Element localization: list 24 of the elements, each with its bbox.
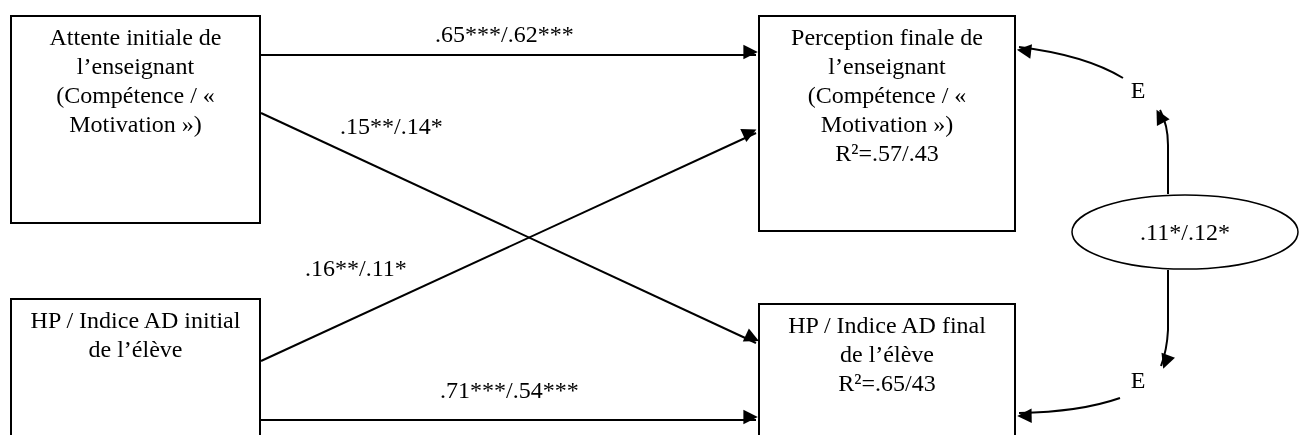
variable-box bbox=[10, 15, 261, 224]
variable-label: Attente initiale de l’enseignant (Compétence / « Motivation ») bbox=[48, 23, 223, 139]
path-arrow bbox=[1156, 109, 1170, 195]
error-term-label: E bbox=[1130, 76, 1146, 105]
edge-label: .65***/.62*** bbox=[435, 20, 574, 48]
path-arrow bbox=[260, 409, 758, 425]
variable-box bbox=[10, 298, 261, 435]
variable-label: HP / Indice AD initial de l’élève bbox=[29, 306, 242, 364]
variable-box bbox=[758, 303, 1016, 435]
path-arrow bbox=[1017, 397, 1121, 423]
variable-label: R²=.65/43 bbox=[838, 369, 936, 398]
variable-label: HP / Indice AD final de l’élève bbox=[787, 311, 987, 369]
path-arrow bbox=[1016, 44, 1124, 79]
variable-label: R²=.57/.43 bbox=[835, 139, 939, 168]
correlation-ellipse bbox=[1071, 194, 1299, 270]
variable-box bbox=[758, 15, 1016, 232]
path-arrow bbox=[260, 44, 758, 60]
edge-label: .15**/.14* bbox=[340, 112, 443, 140]
edge-label: .16**/.11* bbox=[305, 254, 407, 282]
error-term-label: E bbox=[1130, 366, 1146, 395]
edge-label: .71***/.54*** bbox=[440, 376, 579, 404]
path-arrow bbox=[1160, 269, 1175, 369]
variable-label: Perception finale de l’enseignant (Compétence / « Motivation ») bbox=[790, 23, 984, 139]
correlation-value: .11*/.12* bbox=[1140, 217, 1230, 247]
